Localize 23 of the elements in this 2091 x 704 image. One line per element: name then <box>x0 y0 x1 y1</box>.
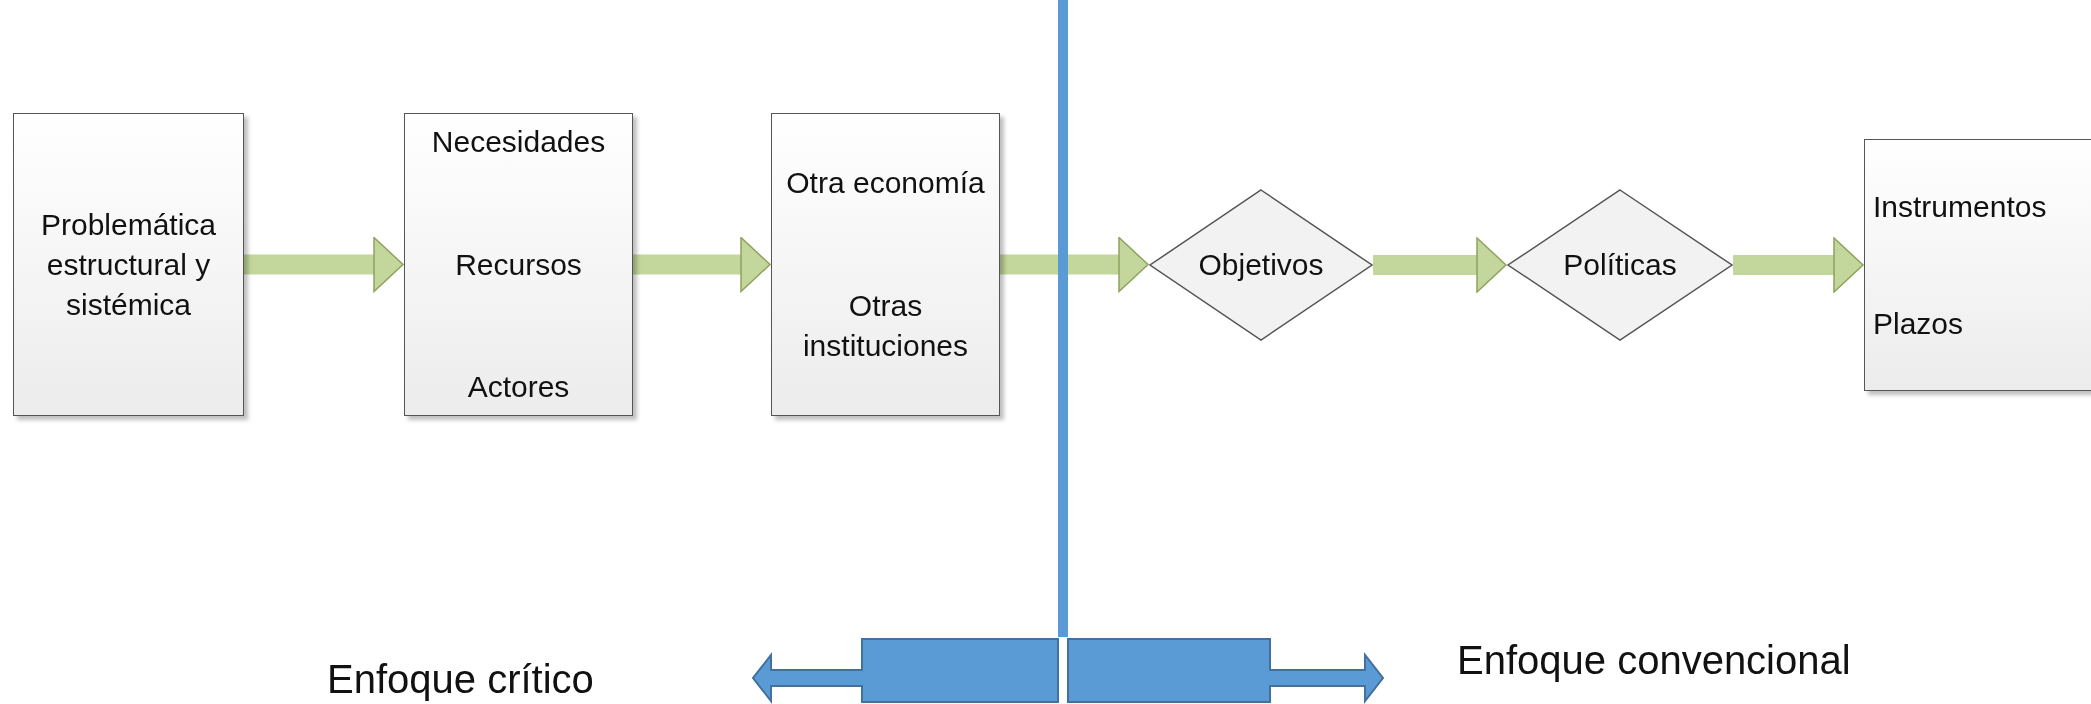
process-box <box>13 113 244 416</box>
block-arrow <box>244 236 404 293</box>
block-arrow <box>1733 237 1864 293</box>
decision-diamond <box>1507 189 1733 341</box>
approach-label: Enfoque convencional <box>1457 637 1851 684</box>
block-arrow <box>1373 237 1507 293</box>
node-text: Instrumentos <box>1872 188 2047 225</box>
node-text: Plazos <box>1872 305 1964 342</box>
node-text: Objetivos <box>1198 247 1324 283</box>
process-box <box>404 113 633 416</box>
block-arrow <box>633 236 771 293</box>
process-box <box>771 113 1000 416</box>
process-box <box>1864 139 2091 391</box>
node-text: Necesidades <box>431 124 606 160</box>
node-text: Otra economía <box>786 165 985 202</box>
node-text: Políticas <box>1563 247 1677 283</box>
node-text: Problemática estructural y sistémica <box>39 206 218 323</box>
node-text: Otras instituciones <box>801 287 970 364</box>
block-arrow <box>1000 236 1149 293</box>
approach-label: Enfoque crítico <box>327 656 594 703</box>
decision-diamond <box>1149 189 1373 341</box>
node-text: Actores <box>467 369 570 405</box>
node-text: Recursos <box>455 246 582 283</box>
